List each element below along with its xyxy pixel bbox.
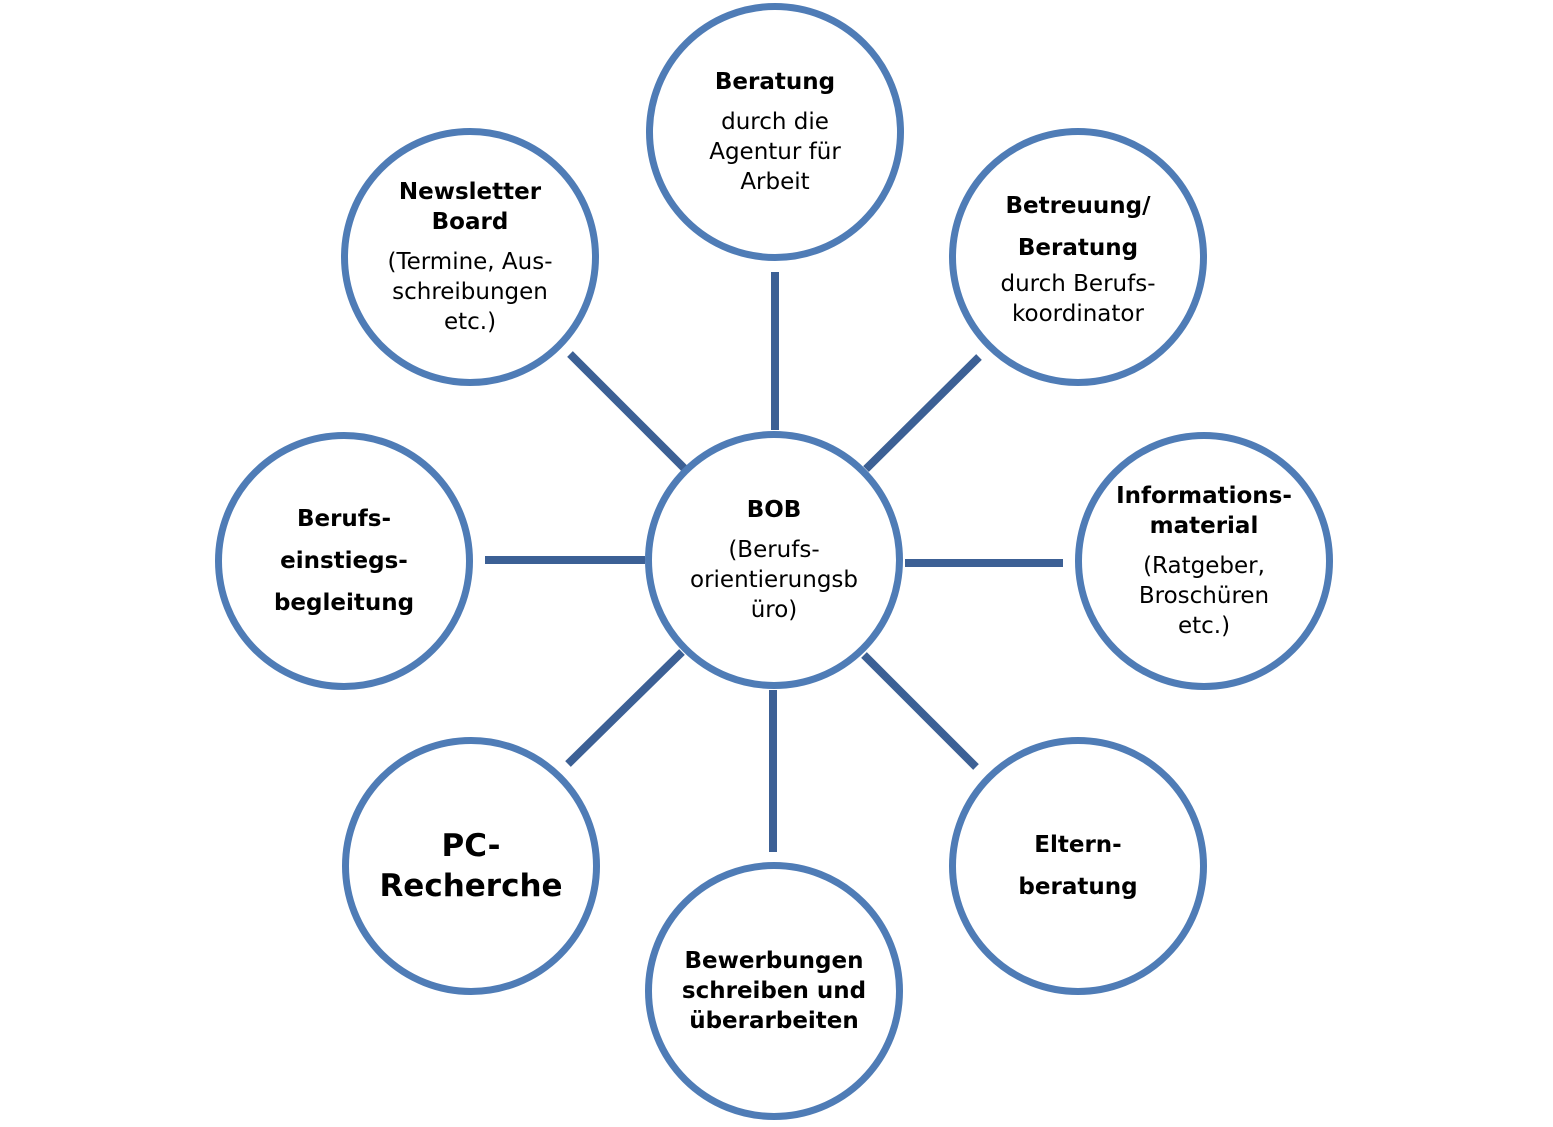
node-beratung-agentur: Beratung durch die Agentur für Arbeit — [646, 3, 904, 261]
node-title: PC- Recherche — [379, 828, 563, 904]
node-betreuung-beratung: Betreuung/ Beratung durch Berufs- koordi… — [949, 128, 1207, 386]
node-description: durch die Agentur für Arbeit — [709, 109, 841, 195]
node-title: Informations- material — [1116, 483, 1292, 539]
node-description: durch Berufs- koordinator — [1000, 271, 1156, 327]
node-description: (Ratgeber, Broschüren etc.) — [1138, 553, 1270, 639]
connector-pc-recherche — [565, 649, 685, 767]
center-node-bob: BOB (Berufs- orientierungsb üro) — [645, 431, 903, 689]
node-newsletter-board: Newsletter Board (Termine, Aus- schreibu… — [341, 128, 599, 386]
node-description: (Termine, Aus- schreibungen etc.) — [387, 249, 553, 335]
node-bewerbungen: Bewerbungen schreiben und überarbeiten — [645, 862, 903, 1120]
node-title: Eltern- beratung — [1018, 832, 1138, 900]
node-title: BOB — [746, 497, 802, 523]
connector-betreuung-beratung — [863, 354, 982, 472]
node-berufseinstiegsbegleitung: Berufs- einstiegs- begleitung — [215, 432, 473, 690]
node-title: Betreuung/ Beratung — [1005, 193, 1151, 261]
node-title: Newsletter Board — [398, 179, 542, 235]
node-pc-recherche: PC- Recherche — [342, 737, 600, 995]
node-elternberatung: Eltern- beratung — [949, 737, 1207, 995]
node-title: Beratung — [714, 69, 836, 95]
node-title: Berufs- einstiegs- begleitung — [273, 506, 415, 616]
node-description: (Berufs- orientierungsb üro) — [690, 537, 858, 623]
node-title: Bewerbungen schreiben und überarbeiten — [681, 948, 867, 1034]
connector-newsletter-board — [567, 351, 688, 472]
connector-elternberatung — [861, 652, 979, 770]
node-informationsmaterial: Informations- material (Ratgeber, Brosch… — [1075, 432, 1333, 690]
